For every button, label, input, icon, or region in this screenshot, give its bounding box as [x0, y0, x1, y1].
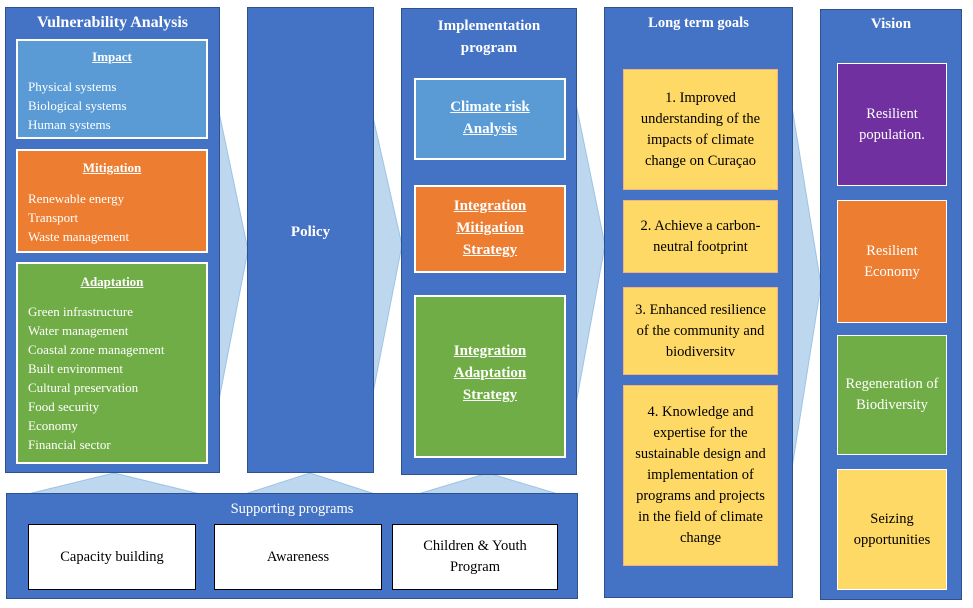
goals-title: Long term goals [648, 15, 749, 31]
vision-column: Vision Resilient population. Resilient E… [820, 9, 962, 600]
climate-risk-analysis-box: Climate risk Analysis [414, 78, 566, 160]
impact-box: Impact Physical systems Biological syste… [16, 39, 208, 139]
impact-list: Physical systems Biological systems Huma… [28, 77, 206, 134]
adaptation-list: Green infrastructure Water management Co… [28, 302, 206, 454]
arrow-supporting-to-implementation [417, 472, 559, 495]
list-item: Cultural preservation [28, 380, 139, 395]
supporting-title: Supporting programs [230, 501, 354, 517]
list-item: Food security [28, 399, 100, 414]
vision-title: Vision [870, 16, 912, 32]
arrow-implementation-to-goals [575, 103, 606, 405]
capacity-building-box: Capacity building [28, 524, 196, 590]
goal-3: 3. Enhanced resilience of the community … [623, 287, 778, 375]
list-item: Physical systems [28, 79, 117, 94]
vision-seizing-opportunities: Seizing opportunities [837, 469, 947, 590]
adaptation-box: Adaptation Green infrastructure Water ma… [16, 262, 208, 464]
implementation-column: Implementation program Climate risk Anal… [401, 8, 577, 475]
arrow-policy-to-implementation [372, 116, 403, 394]
vision-regeneration-biodiversity: Regeneration of Biodiversity [837, 335, 947, 455]
goal-4: 4. Knowledge and expertise for the susta… [623, 385, 778, 566]
list-item: Green infrastructure [28, 304, 134, 319]
mitigation-box: Mitigation Renewable energy Transport Wa… [16, 149, 208, 253]
mitigation-strategy-label: Integration Mitigation Strategy [453, 198, 527, 258]
goal-2: 2. Achieve a carbon-neutral footprint [623, 200, 778, 273]
goals-column: Long term goals 1. Improved understandin… [604, 7, 793, 598]
list-item: Waste management [28, 229, 130, 244]
vulnerability-title: Vulnerability Analysis [36, 14, 188, 31]
policy-title: Policy [290, 224, 331, 240]
list-item: Financial sector [28, 437, 111, 452]
arrow-supporting-to-policy [244, 472, 376, 495]
impact-heading: Impact [92, 49, 132, 64]
supporting-programs-bar: Supporting programs Capacity building Aw… [6, 493, 578, 599]
list-item: Coastal zone management [28, 342, 165, 357]
list-item: Human systems [28, 117, 111, 132]
list-item: Water management [28, 323, 129, 338]
arrow-goals-to-vision [791, 106, 822, 469]
adaptation-strategy-label: Integration Adaptation Strategy [453, 343, 527, 403]
adaptation-strategy-box: Integration Adaptation Strategy [414, 295, 566, 458]
list-item: Economy [28, 418, 78, 433]
mitigation-strategy-box: Integration Mitigation Strategy [414, 185, 566, 273]
implementation-title: Implementation program [437, 18, 541, 56]
children-youth-program-box: Children & Youth Program [392, 524, 558, 590]
mitigation-list: Renewable energy Transport Waste managem… [28, 189, 206, 246]
policy-column: Policy [247, 7, 374, 473]
vulnerability-column: Vulnerability Analysis Impact Physical s… [5, 7, 220, 473]
list-item: Biological systems [28, 98, 127, 113]
vision-resilient-economy: Resilient Economy [837, 200, 947, 323]
adaptation-heading: Adaptation [80, 274, 144, 289]
vision-resilient-population: Resilient population. [837, 63, 947, 186]
arrow-vulnerability-to-policy [218, 111, 249, 401]
climate-risk-analysis-label: Climate risk Analysis [450, 99, 530, 137]
list-item: Renewable energy [28, 191, 125, 206]
arrow-supporting-to-vulnerability [27, 472, 201, 495]
awareness-box: Awareness [214, 524, 382, 590]
mitigation-heading: Mitigation [82, 160, 142, 175]
goal-1: 1. Improved understanding of the impacts… [623, 69, 778, 190]
list-item: Built environment [28, 361, 123, 376]
list-item: Transport [28, 210, 79, 225]
